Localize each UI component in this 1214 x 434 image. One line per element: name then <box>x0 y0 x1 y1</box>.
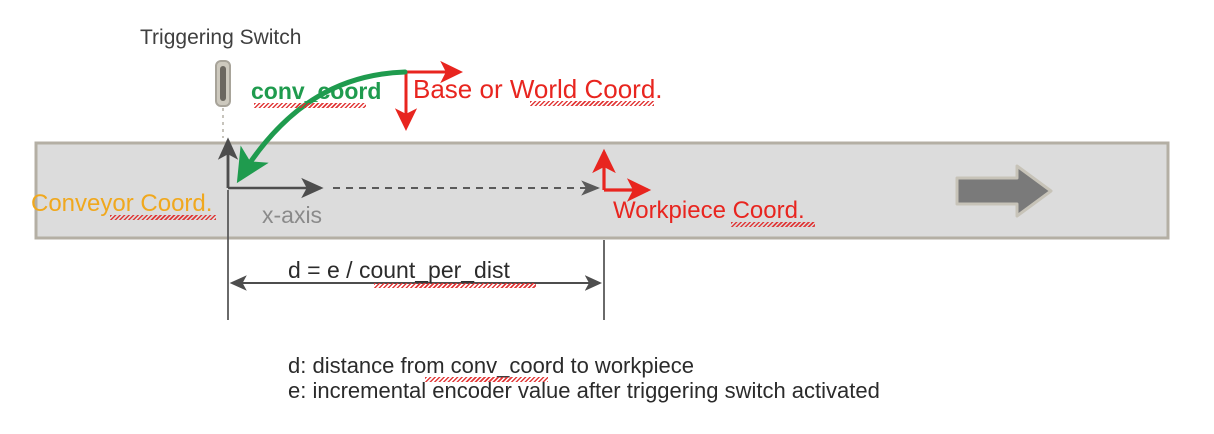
legend-block: d: distance from conv_coord to workpiece… <box>288 353 880 404</box>
spellcheck-squiggle-conv-coord <box>254 103 366 108</box>
conveyor-coordinate-axes <box>226 141 324 199</box>
base-world-coord-label: Base or World Coord. <box>413 74 663 104</box>
spellcheck-squiggle-workpiece-coord <box>731 222 815 227</box>
dimension-formula-label: d = e / count_per_dist <box>288 257 510 283</box>
spellcheck-squiggle-conveyor-coord <box>110 215 216 220</box>
triggering-switch-label: Triggering Switch <box>140 26 302 49</box>
workpiece-coordinate-axes <box>592 148 652 202</box>
belt-direction-arrow-icon <box>955 164 1053 218</box>
triggering-switch-icon <box>215 60 231 138</box>
workpiece-coord-label: Workpiece Coord. <box>613 197 805 224</box>
conv-coord-label: conv_coord <box>251 78 382 104</box>
spellcheck-squiggle-world-coord <box>530 101 654 106</box>
spellcheck-squiggle-legend <box>425 377 548 382</box>
legend-line-d: d: distance from conv_coord to workpiece <box>288 353 694 378</box>
legend-line-e: e: incremental encoder value after trigg… <box>288 378 880 404</box>
x-axis-label: x-axis <box>262 202 323 228</box>
spellcheck-squiggle-dimension <box>374 283 536 288</box>
conv-coord-relation-arrow <box>236 69 408 184</box>
conveyor-coord-label: Conveyor Coord. <box>31 190 213 217</box>
base-world-coordinate-axes <box>394 60 464 132</box>
